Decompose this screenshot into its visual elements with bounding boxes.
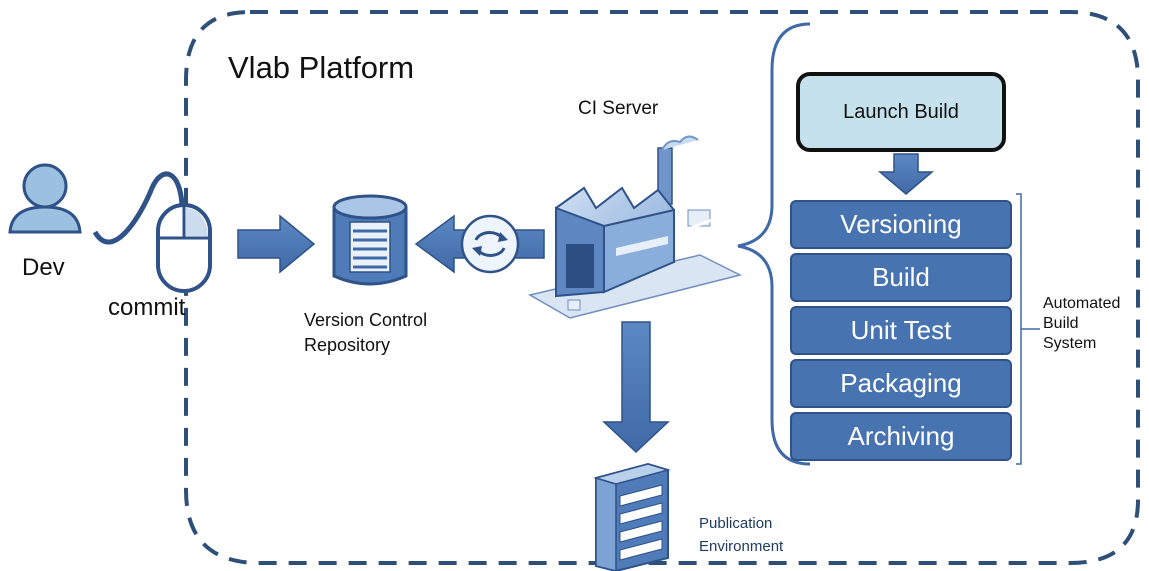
sync-icon — [460, 214, 520, 274]
person-icon — [8, 163, 82, 234]
publication-label: Publication Environment — [699, 512, 783, 558]
ci-server-label: CI Server — [578, 98, 659, 119]
developer-label: Dev — [22, 254, 65, 281]
automated-build-label: Automated Build System — [1043, 294, 1120, 354]
server-icon — [593, 462, 671, 571]
arrow-launch-to-steps — [877, 153, 935, 195]
automated-build-line-2: Build — [1043, 315, 1079, 332]
automated-build-line-1: Automated — [1043, 295, 1121, 312]
launch-build-label: Launch Build — [843, 100, 959, 123]
commit-label: commit — [108, 294, 186, 321]
step-versioning: Versioning — [790, 200, 1012, 249]
repository-label: Version Control Repository — [304, 308, 427, 358]
platform-boundary — [184, 10, 1140, 565]
arrow-commit-to-repo — [237, 214, 316, 274]
factory-icon — [527, 135, 743, 319]
publication-label-line-2: Environment — [699, 538, 784, 555]
database-icon — [332, 194, 408, 286]
automated-build-line-3: System — [1043, 335, 1097, 352]
arrow-ci-to-publication — [602, 321, 670, 454]
repository-label-line-1: Version Control — [304, 310, 428, 330]
launch-build-box: Launch Build — [796, 72, 1006, 152]
step-archiving: Archiving — [790, 412, 1012, 461]
mouse-icon — [92, 171, 212, 293]
step-unit-test: Unit Test — [790, 306, 1012, 355]
bracket-automated-build — [1016, 193, 1040, 465]
publication-label-line-1: Publication — [699, 515, 773, 532]
step-build: Build — [790, 253, 1012, 302]
platform-title: Vlab Platform — [228, 50, 415, 85]
step-packaging: Packaging — [790, 359, 1012, 408]
repository-label-line-2: Repository — [304, 335, 391, 355]
curly-brace — [737, 22, 811, 466]
